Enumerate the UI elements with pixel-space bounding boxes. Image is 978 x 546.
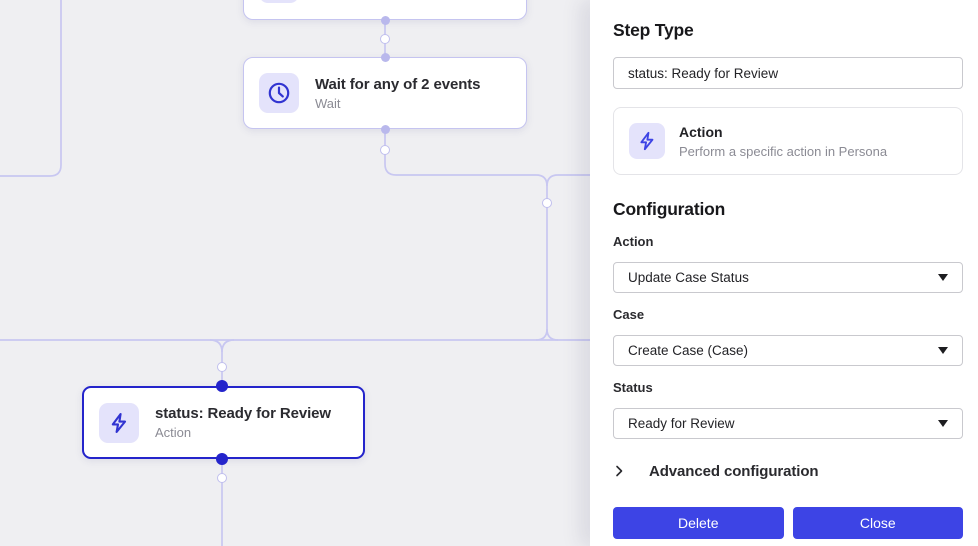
connector-dot [380,52,390,62]
case-field-label: Case [613,307,645,322]
connection-point[interactable] [217,473,227,483]
caret-down-icon [938,347,948,354]
step-config-panel: Step Type Action Perform a specific acti… [590,0,978,546]
workflow-node-action-selected[interactable]: status: Ready for Review Action [82,386,365,459]
node-subtitle: Action [155,425,192,440]
selected-node-handle-top[interactable] [216,380,228,392]
advanced-configuration-label: Advanced configuration [649,462,819,480]
step-type-heading: Step Type [613,20,694,40]
configuration-heading: Configuration [613,199,726,219]
action-select-value: Update Case Status [628,270,749,285]
workflow-node-wait[interactable]: Wait for any of 2 events Wait [243,57,527,129]
step-type-card[interactable]: Action Perform a specific action in Pers… [613,107,963,175]
case-select-value: Create Case (Case) [628,343,749,358]
connection-point[interactable] [380,145,390,155]
clock-icon [259,73,299,113]
workflow-canvas[interactable]: Wait for any of 2 events Wait status: Re… [0,0,590,546]
connection-point[interactable] [217,362,227,372]
chevron-right-icon [616,465,623,477]
action-select[interactable]: Update Case Status [613,262,963,293]
type-card-description: Perform a specific action in Persona [679,143,888,159]
status-select[interactable]: Ready for Review [613,408,963,439]
status-field-label: Status [613,380,653,395]
step-name-input[interactable] [613,57,963,89]
node-title: status: Ready for Review [155,405,331,422]
case-select[interactable]: Create Case (Case) [613,335,963,366]
lightning-bolt-icon [99,402,139,443]
type-card-title: Action [679,123,723,140]
node-subtitle: Wait [315,95,341,111]
caret-down-icon [938,274,948,281]
connection-point[interactable] [380,34,390,44]
connection-point[interactable] [542,198,552,208]
caret-down-icon [938,420,948,427]
connector-dot [380,124,390,134]
action-field-label: Action [613,234,654,249]
close-button[interactable]: Close [792,507,963,539]
connector-dot [380,15,390,25]
lightning-bolt-icon [629,123,665,159]
status-select-value: Ready for Review [628,416,735,431]
node-title: Wait for any of 2 events [315,75,481,93]
delete-button[interactable]: Delete [613,507,784,539]
node-icon-box [259,0,299,3]
advanced-configuration-toggle[interactable]: Advanced configuration [613,460,963,482]
selected-node-handle-bottom[interactable] [216,453,228,465]
